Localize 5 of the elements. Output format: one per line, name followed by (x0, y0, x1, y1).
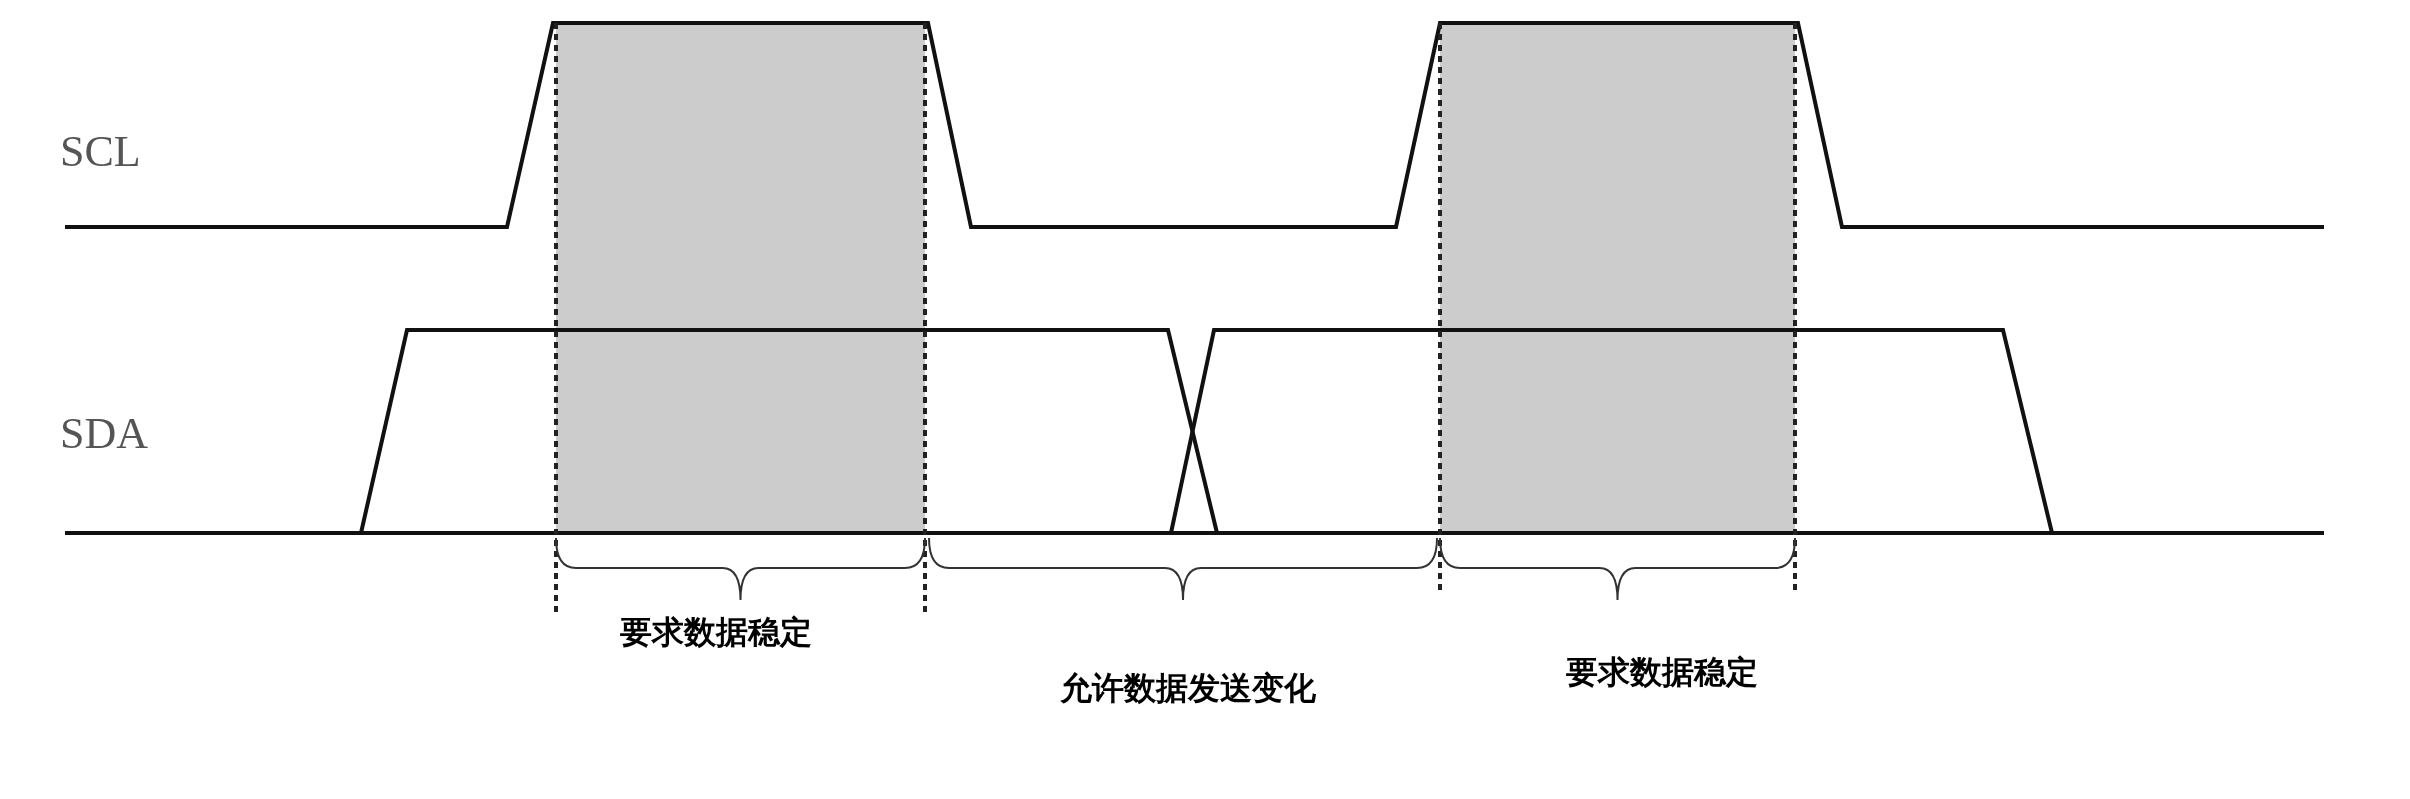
signal-label: SDA (60, 408, 149, 460)
signal-label: SCL (60, 126, 141, 178)
annotation-text: 要求数据稳定 (1566, 652, 1758, 692)
annotation-text: 允许数据发送变化 (1060, 668, 1316, 708)
annotation-text: 要求数据稳定 (620, 612, 812, 652)
